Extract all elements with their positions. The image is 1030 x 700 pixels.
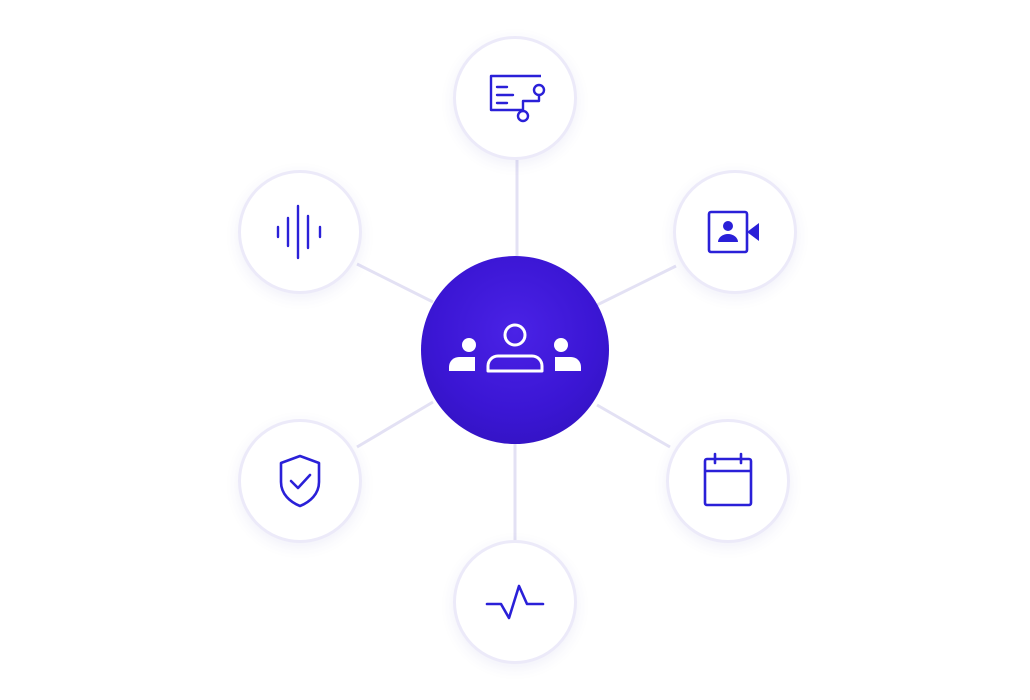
node-security [238,419,362,543]
audio-waveform-icon [276,204,322,260]
calendar-icon [703,452,753,507]
connector-audio [356,262,434,304]
workflow-document-icon [489,74,546,123]
node-audio [238,170,362,294]
hub-node [421,256,609,444]
activity-pulse-icon [485,584,545,620]
connector-security [356,400,434,449]
node-calendar [666,419,790,543]
connector-calendar [596,403,671,449]
node-video [673,170,797,294]
node-workflow [453,36,577,160]
shield-check-icon [279,454,321,508]
video-call-icon [707,210,759,254]
team-users-icon [449,323,581,373]
node-activity [453,540,577,664]
connector-video [596,264,677,307]
